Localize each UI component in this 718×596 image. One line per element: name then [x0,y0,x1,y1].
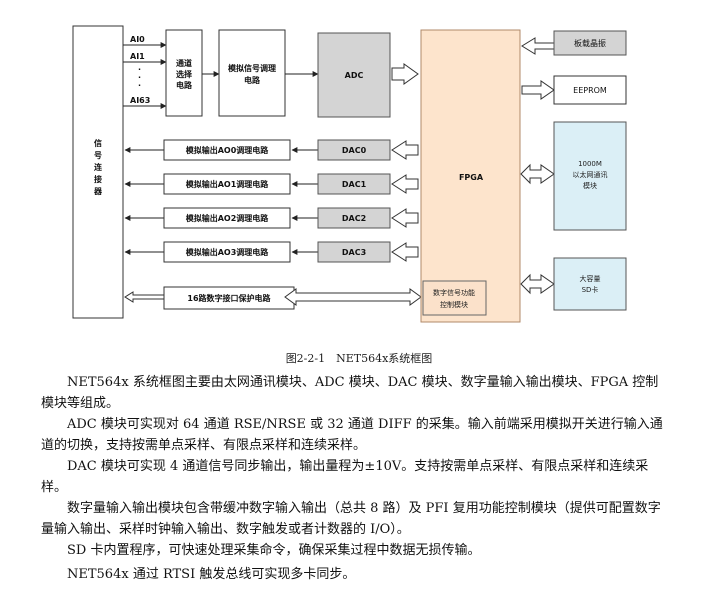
connector-label-4: 接 [94,174,102,184]
connector-label-3: 连 [94,162,103,172]
ethernet-label-1: 1000M [578,160,602,168]
ao-channel-0: 模拟输出AO0调理电路 DAC0 [124,139,419,161]
ethernet-label-2: 以太网通讯 [573,170,608,179]
adc-block: ADC [317,32,391,118]
dac1-label: DAC1 [342,180,367,189]
paragraph-dac: DAC 模块可实现 4 通道信号同步输出，输出量程为±10V。支持按需单点采样、… [41,459,649,495]
sdcard-block: 大容量 SD卡 [520,257,627,311]
fpga-label: FPGA [459,173,484,182]
adc-fpga-bus [391,63,419,85]
ao2-label: 模拟输出AO2调理电路 [186,213,270,223]
sdcard-label-1: 大容量 [580,274,601,283]
analog-input-lines: AI0 AI1 · · · AI63 [123,35,167,109]
paragraph-adc: ADC 模块可实现对 64 通道 RSE/NRSE 或 32 通道 DIFF 的… [41,417,663,453]
signal-conditioning-block: 模拟信号调理 电路 [218,29,286,117]
mux-label-3: 电路 [176,80,193,90]
paragraph-sdcard: SD 卡内置程序，可快速处理采集命令，确保采集过程中数据无损传输。 [67,543,481,558]
conditioning-label-2: 电路 [244,75,261,85]
ethernet-label-3: 模块 [583,181,597,190]
input-ellipsis-1: · [138,65,141,74]
mux-label-1: 通道 [176,58,192,68]
ao-channel-1: 模拟输出AO1调理电路 DAC1 [124,173,419,195]
ao-channel-2: 模拟输出AO2调理电路 DAC2 [124,207,419,229]
system-block-diagram: .blk { fill: #ffffff; stroke: #333; stro… [72,25,627,323]
sdcard-label-2: SD卡 [582,285,599,294]
paragraph-overview: NET564x 系统框图主要由太网通讯模块、ADC 模块、DAC 模块、数字量输… [41,375,659,411]
input-label-ai1: AI1 [130,52,145,61]
conditioning-label-1: 模拟信号调理 [228,63,276,73]
dac3-label: DAC3 [342,248,366,257]
fpga-sub-label-2: 控制模块 [440,300,468,309]
paragraph-rtsi: NET564x 通过 RTSI 触发总线可实现多卡同步。 [67,567,356,582]
digital-protection-channel: 16路数字接口保护电路 [124,286,422,310]
eeprom-block: EEPROM [521,75,627,105]
ao1-label: 模拟输出AO1调理电路 [186,179,270,189]
fpga-sub-label-1: 数字信号功能 [433,288,475,297]
signal-connector-block: 信 号 连 接 器 [72,25,124,319]
input-ellipsis-3: · [138,81,141,90]
eeprom-label: EEPROM [573,86,607,95]
dac0-label: DAC0 [342,146,367,155]
paragraph-digital-io: 数字量输入输出模块包含带缓冲数字输入输出（总共 8 路）及 PFI 复用功能控制… [41,501,661,537]
digital-protect-label: 16路数字接口保护电路 [187,293,271,303]
mux-label-2: 选择 [176,69,193,79]
ethernet-block: 1000M 以太网通讯 模块 [520,121,627,231]
fpga-block: FPGA 数字信号功能 控制模块 [420,29,521,323]
connector-label-1: 信 [94,138,102,148]
crystal-label: 板载晶振 [574,38,606,48]
input-label-ai63: AI63 [130,96,150,105]
ao3-label: 模拟输出AO3调理电路 [186,247,270,257]
connector-label-2: 号 [94,151,102,160]
channel-select-block: 通道 选择 电路 [165,29,203,117]
ao0-label: 模拟输出AO0调理电路 [186,145,270,155]
input-ellipsis-2: · [138,73,141,82]
adc-label: ADC [345,71,364,80]
ao-channel-3: 模拟输出AO3调理电路 DAC3 [124,241,419,263]
dac2-label: DAC2 [342,214,366,223]
figure-caption: 图2-2-1 NET564x系统框图 [285,352,433,365]
input-label-ai0: AI0 [130,35,145,44]
crystal-oscillator-block: 板载晶振 [521,30,627,56]
connector-label-5: 器 [93,187,103,196]
